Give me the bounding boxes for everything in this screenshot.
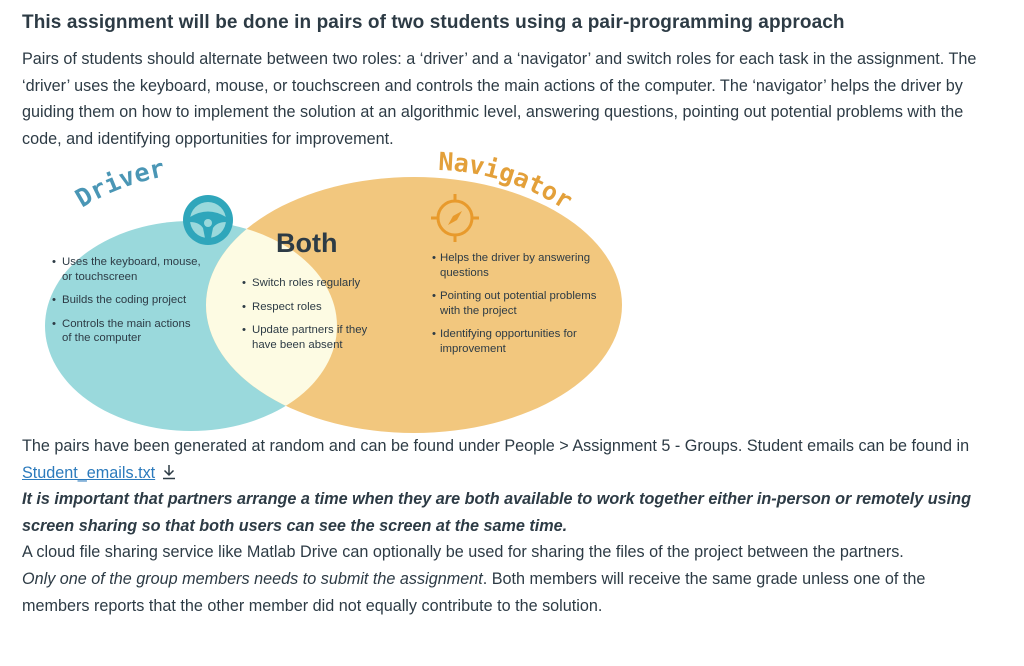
only-one-text: Only one of the group members needs to s… (22, 569, 483, 588)
groups-paragraph: The pairs have been generated at random … (22, 433, 987, 486)
driver-item: Builds the coding project (52, 293, 202, 308)
submission-paragraph: Only one of the group members needs to s… (22, 566, 987, 619)
both-item: Update partners if they have been absent (242, 323, 392, 352)
steering-wheel-icon (183, 195, 233, 245)
navigator-item: Identifying opportunities for improvemen… (432, 327, 602, 356)
driver-item: Uses the keyboard, mouse, or touchscreen (52, 255, 202, 284)
important-paragraph: It is important that partners arrange a … (22, 490, 971, 535)
navigator-item: Pointing out potential problems with the… (432, 289, 602, 318)
both-list: Switch roles regularly Respect roles Upd… (242, 276, 392, 361)
driver-title: Driver (70, 153, 167, 213)
both-item: Switch roles regularly (242, 276, 392, 291)
groups-text: The pairs have been generated at random … (22, 437, 970, 455)
navigator-list: Helps the driver by answering questions … (432, 251, 602, 365)
both-item: Respect roles (242, 300, 392, 315)
both-title: Both (276, 228, 338, 258)
driver-item: Controls the main actions of the compute… (52, 317, 202, 346)
compass-icon (431, 194, 479, 242)
page-heading: This assignment will be done in pairs of… (22, 12, 845, 33)
grade-text: . Both members will receive the same gra… (22, 569, 926, 615)
download-icon[interactable] (161, 462, 177, 479)
venn-diagram: Driver Navigator Both (20, 150, 640, 435)
student-emails-link[interactable]: Student_emails.txt (22, 463, 156, 482)
driver-list: Uses the keyboard, mouse, or touchscreen… (52, 255, 202, 355)
assignment-details: The pairs have been generated at random … (22, 433, 987, 619)
intro-paragraph: Pairs of students should alternate betwe… (22, 50, 977, 148)
navigator-item: Helps the driver by answering questions (432, 251, 602, 280)
cloud-paragraph: A cloud file sharing service like Matlab… (22, 543, 904, 562)
